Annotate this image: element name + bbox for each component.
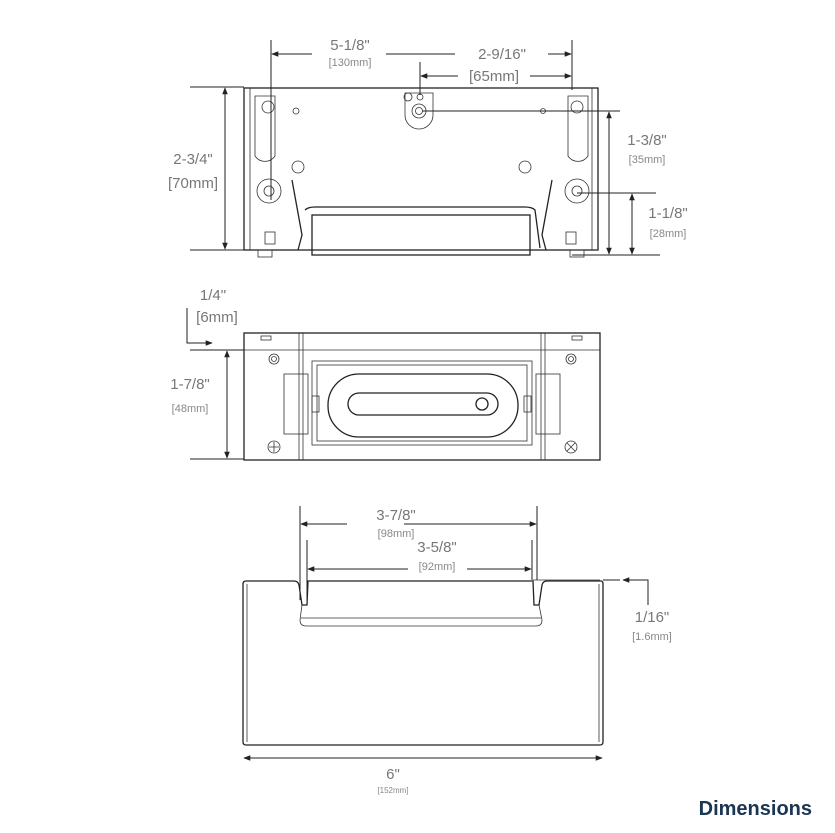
- left-keyhole-slot: [254, 95, 276, 162]
- front-view-dimensions: 1/4" [6mm] 1-7/8" [48mm]: [170, 287, 244, 460]
- side-view-dimensions: 3-7/8" [98mm] 3-5/8" [92mm] 1/16" [1.6mm…: [243, 506, 672, 795]
- width-offset-mm: [65mm]: [469, 68, 519, 85]
- phillips-screw-icon: [564, 440, 578, 454]
- width-outer-mm: [130mm]: [329, 57, 372, 69]
- outer-notch-inches: 3-7/8": [376, 507, 416, 524]
- top-view-dimensions: 5-1/8" [130mm] 2-9/16" [65mm] 2-3/4" [70…: [168, 37, 688, 256]
- left-mounting-screw: [256, 178, 282, 204]
- outer-notch-mm: [98mm]: [378, 528, 415, 540]
- width-outer-inches: 5-1/8": [330, 37, 370, 54]
- width-offset-inches: 2-9/16": [478, 46, 526, 63]
- phillips-screw-icon: [267, 440, 281, 454]
- trough: [311, 214, 531, 256]
- plus-terminal-icon: [403, 92, 413, 102]
- height-inches: 2-3/4": [173, 151, 213, 168]
- lower-hole-height-inches: 1-1/8": [648, 205, 688, 222]
- front-height-mm: [48mm]: [172, 403, 209, 415]
- page-title: Dimensions: [699, 798, 812, 820]
- offset-mm: [6mm]: [196, 309, 238, 326]
- switch-rocker: [327, 373, 519, 438]
- side-view-housing: [242, 579, 604, 746]
- top-view-mounting-plate: [243, 87, 599, 258]
- lower-hole-height-mm: [28mm]: [650, 228, 687, 240]
- switch-slot: [347, 392, 499, 416]
- lip-mm: [1.6mm]: [632, 631, 672, 643]
- right-keyhole-slot: [567, 95, 589, 162]
- front-view-cover: [243, 332, 601, 461]
- width-inches: 6": [386, 766, 400, 783]
- offset-inches: 1/4": [200, 287, 226, 304]
- right-mounting-screw: [564, 178, 590, 204]
- inner-notch-inches: 3-5/8": [417, 539, 457, 556]
- upper-hole-height-mm: [35mm]: [629, 154, 666, 166]
- indicator-light: [475, 397, 489, 411]
- upper-hole-height-inches: 1-3/8": [627, 132, 667, 149]
- height-mm: [70mm]: [168, 175, 218, 192]
- center-terminal-bracket: [404, 92, 434, 130]
- width-mm: [152mm]: [377, 786, 408, 795]
- inner-notch-mm: [92mm]: [419, 561, 456, 573]
- lip-inches: 1/16": [635, 609, 670, 626]
- front-height-inches: 1-7/8": [170, 376, 210, 393]
